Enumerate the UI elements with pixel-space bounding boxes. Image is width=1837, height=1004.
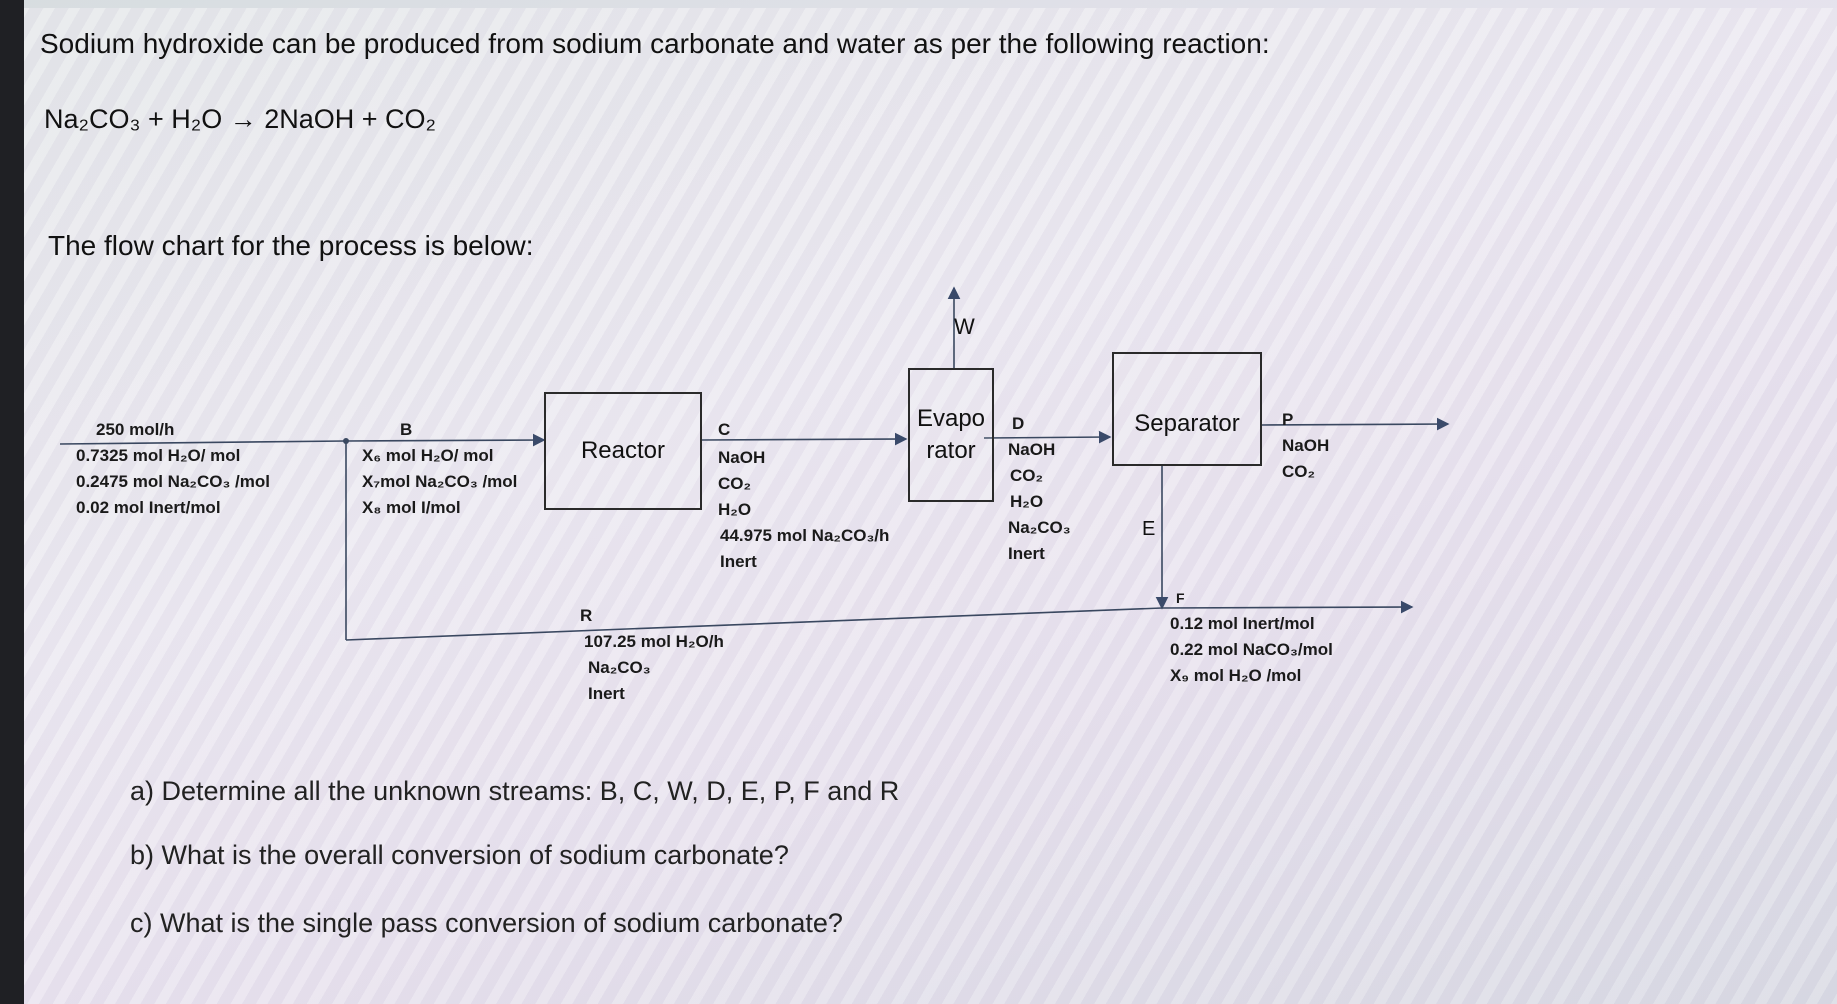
- evaporator-box: Evapo rator: [908, 368, 994, 502]
- reaction-equation: Na₂CO₃ + H₂O → 2NaOH + CO₂: [44, 104, 437, 134]
- evaporator-label-line1: Evapo: [916, 405, 986, 432]
- evaporator-label-line2: rator: [926, 437, 976, 464]
- reactor-box: Reactor: [544, 392, 702, 510]
- stream-r-na2co3: Na₂CO₃: [588, 658, 651, 677]
- stream-r-inert: Inert: [588, 684, 625, 703]
- stream-f-inert: 0.12 mol Inert/mol: [1170, 614, 1315, 633]
- stream-d-h2o: H₂O: [1010, 492, 1044, 511]
- feed-h2o: 0.7325 mol H₂O/ mol: [76, 446, 241, 465]
- stream-f-h2o: X₉ mol H₂O /mol: [1170, 666, 1302, 685]
- feed-rate: 250 mol/h: [96, 420, 175, 439]
- stream-c-h2o: H₂O: [718, 500, 752, 519]
- question-c: c) What is the single pass conversion of…: [130, 908, 843, 938]
- separator-box: Separator: [1112, 352, 1262, 466]
- stream-f-naco3: 0.22 mol NaCO₃/mol: [1170, 640, 1333, 659]
- stream-d-inert: Inert: [1008, 544, 1045, 563]
- stream-c-naoh: NaOH: [718, 448, 766, 467]
- stream-f-name: F: [1176, 590, 1185, 606]
- stream-r-name: R: [580, 606, 593, 625]
- reactor-label: Reactor: [580, 437, 666, 464]
- separator-label: Separator: [1134, 410, 1240, 437]
- stream-d-na2co3: Na₂CO₃: [1008, 518, 1071, 537]
- intro-text: Sodium hydroxide can be produced from so…: [40, 28, 1270, 59]
- stream-b-inert: X₈ mol I/mol: [362, 498, 461, 517]
- stream-p-co2: CO₂: [1282, 462, 1316, 481]
- stream-c-name: C: [718, 420, 731, 439]
- question-a: a) Determine all the unknown streams: B,…: [130, 776, 900, 806]
- feed-inert: 0.02 mol Inert/mol: [76, 498, 221, 517]
- stream-e-name: E: [1142, 518, 1156, 540]
- flow-intro-text: The flow chart for the process is below:: [48, 230, 534, 261]
- stream-r-h2o: 107.25 mol H₂O/h: [584, 632, 724, 651]
- stream-w-name: W: [954, 314, 975, 339]
- stream-d-naoh: NaOH: [1008, 440, 1056, 459]
- feed-na2co3: 0.2475 mol Na₂CO₃ /mol: [76, 472, 270, 491]
- stream-p-naoh: NaOH: [1282, 436, 1330, 455]
- stream-c-inert: Inert: [720, 552, 757, 571]
- stream-c-co2: CO₂: [718, 474, 752, 493]
- stream-d-name: D: [1012, 414, 1025, 433]
- stream-p-name: P: [1282, 410, 1294, 429]
- question-b: b) What is the overall conversion of sod…: [130, 840, 789, 870]
- stream-d-co2: CO₂: [1010, 466, 1044, 485]
- screen-edge: [0, 0, 24, 1004]
- stream-c-na2co3: 44.975 mol Na₂CO₃/h: [720, 526, 890, 545]
- paper-sheet: [18, 8, 1837, 1004]
- stream-b-na2co3: X₇mol Na₂CO₃ /mol: [362, 472, 518, 491]
- stream-b-name: B: [400, 420, 413, 439]
- stream-b-h2o: X₆ mol H₂O/ mol: [362, 446, 494, 465]
